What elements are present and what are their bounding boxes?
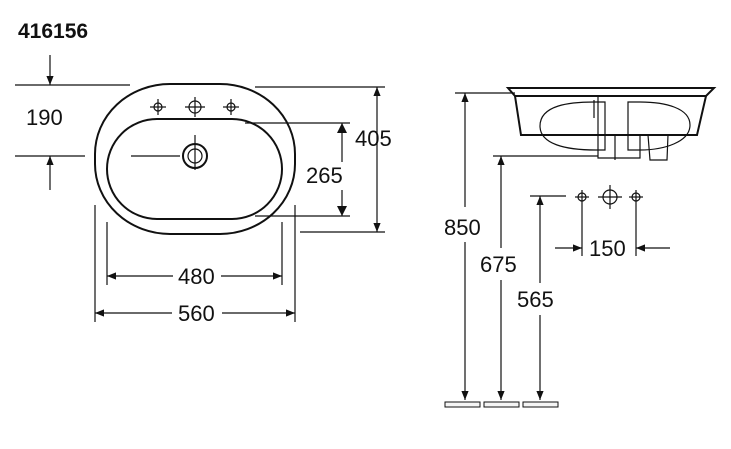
- dim-565-label: 565: [517, 287, 554, 312]
- dim-190-label: 190: [26, 105, 63, 130]
- dim-405-label: 405: [355, 126, 392, 151]
- dim-265-label: 265: [306, 163, 343, 188]
- dim-480-label: 480: [178, 264, 215, 289]
- bowl-contour: [539, 101, 606, 151]
- basin-outer-outline: [94, 83, 296, 235]
- basin-inner-bowl: [106, 118, 283, 220]
- tap-hole-center-icon: [185, 97, 205, 117]
- side-tap-hole-left-icon: [575, 190, 589, 204]
- dim-560-label: 560: [178, 301, 215, 326]
- floor-block-1: [444, 401, 481, 408]
- basin-body: [514, 95, 707, 136]
- floor-block-2: [483, 401, 520, 408]
- side-view: 850 675 565 150: [444, 87, 717, 408]
- basin-rim: [505, 87, 717, 97]
- top-view: 190 405 265 480 560: [15, 55, 392, 326]
- tap-hole-right-icon: [223, 99, 239, 115]
- dim-850-label: 850: [444, 215, 481, 240]
- dim-675-label: 675: [480, 252, 517, 277]
- floor-block-3: [522, 401, 559, 408]
- dim-150-label: 150: [589, 236, 626, 261]
- side-tap-hole-right-icon: [629, 190, 643, 204]
- waste-pipe: [597, 96, 641, 159]
- drain-icon: [131, 135, 208, 170]
- article-number: 416156: [18, 20, 88, 43]
- side-tap-hole-center-icon: [598, 185, 622, 209]
- tap-hole-left-icon: [150, 99, 166, 115]
